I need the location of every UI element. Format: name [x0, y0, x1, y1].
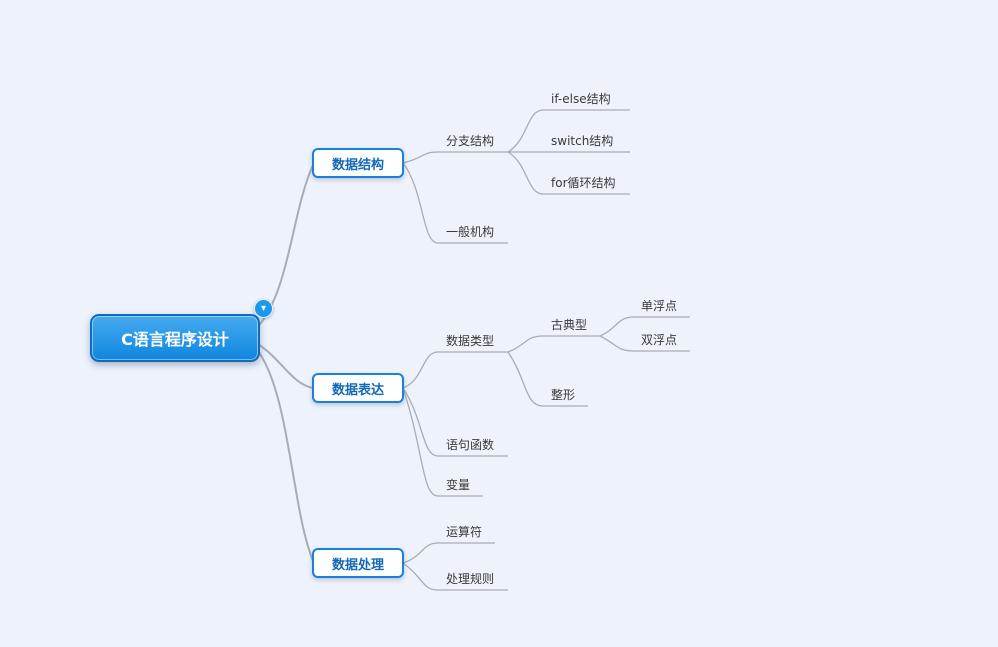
topic-node[interactable]: 单浮点	[641, 299, 678, 313]
topic-node[interactable]: 一般机构	[446, 225, 495, 239]
branch-node-data-structure[interactable]: 数据结构	[312, 148, 404, 178]
branch-node-label: 数据结构	[331, 157, 384, 173]
connector-topic	[507, 109, 630, 153]
connector-root-branch3	[255, 347, 314, 562]
connector-branch2-topic	[402, 387, 508, 457]
topic-node[interactable]: 语句函数	[446, 438, 495, 452]
connector-branch2-topic	[402, 351, 508, 389]
topic-node[interactable]: 双浮点	[641, 333, 678, 347]
topic-node[interactable]: 数据类型	[446, 334, 495, 348]
branch-node-data-expression[interactable]: 数据表达	[312, 373, 404, 403]
root-node-label: C语言程序设计	[121, 330, 229, 349]
topic-node[interactable]: 分支结构	[446, 134, 495, 148]
connector-topic	[507, 151, 630, 195]
topic-node[interactable]: 运算符	[446, 525, 483, 539]
branch-node-data-processing[interactable]: 数据处理	[312, 548, 404, 578]
topic-node[interactable]: for循环结构	[551, 176, 616, 190]
connector-branch1-topic	[402, 151, 508, 164]
connector-topic	[507, 335, 600, 353]
connector-topic	[599, 335, 690, 352]
topic-node[interactable]: 变量	[446, 478, 471, 492]
connector-branch3-topic	[402, 542, 495, 564]
connector-branch1-topic	[402, 162, 508, 244]
branch-node-label: 数据处理	[331, 557, 384, 573]
topic-node[interactable]: if-else结构	[551, 92, 611, 106]
connector-branch3-topic	[402, 562, 508, 591]
connector-branch2-topic	[402, 387, 483, 497]
connector-root-branch2	[257, 343, 314, 389]
chevron-down-icon: ▾	[260, 302, 267, 314]
root-node[interactable]: C语言程序设计	[90, 314, 260, 362]
topic-node[interactable]: 处理规则	[446, 572, 495, 586]
connector-topic	[599, 316, 690, 337]
collapse-toggle-button[interactable]: ▾	[254, 299, 273, 318]
branch-node-label: 数据表达	[331, 382, 384, 398]
topic-node[interactable]: switch结构	[551, 134, 614, 148]
connector-topic	[507, 351, 588, 407]
topic-node[interactable]: 整形	[551, 388, 576, 402]
topic-node[interactable]: 古典型	[551, 318, 588, 332]
